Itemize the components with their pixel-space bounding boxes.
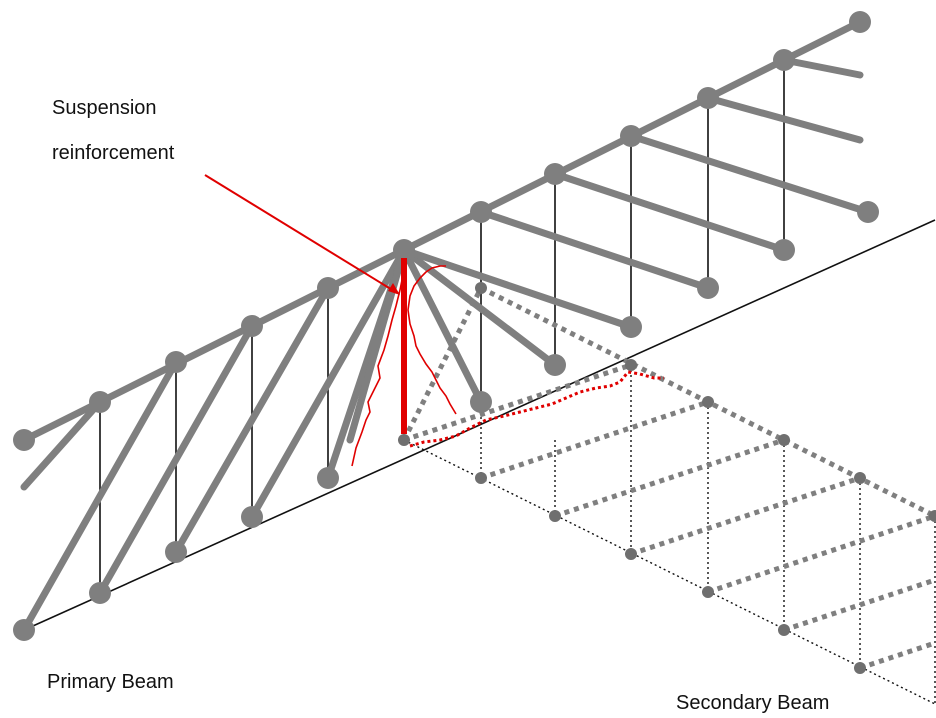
secondary-beam-thin-lines [403, 365, 936, 705]
crack-lines [351, 265, 457, 467]
secondary-crack-line [409, 370, 664, 448]
suspension-label-line2: reinforcement [52, 142, 175, 164]
primary-beam-label: Primary Beam [47, 671, 174, 693]
suspension-label-line1: Suspension [52, 97, 157, 119]
primary-beam-nodes [13, 11, 879, 641]
suspension-leader-arrow [204, 174, 400, 295]
primary-beam-bottom-chord [23, 219, 936, 631]
secondary-beam-label: Secondary Beam [676, 692, 830, 714]
primary-beam-struts [20, 18, 872, 634]
secondary-beam-nodes [398, 282, 936, 674]
